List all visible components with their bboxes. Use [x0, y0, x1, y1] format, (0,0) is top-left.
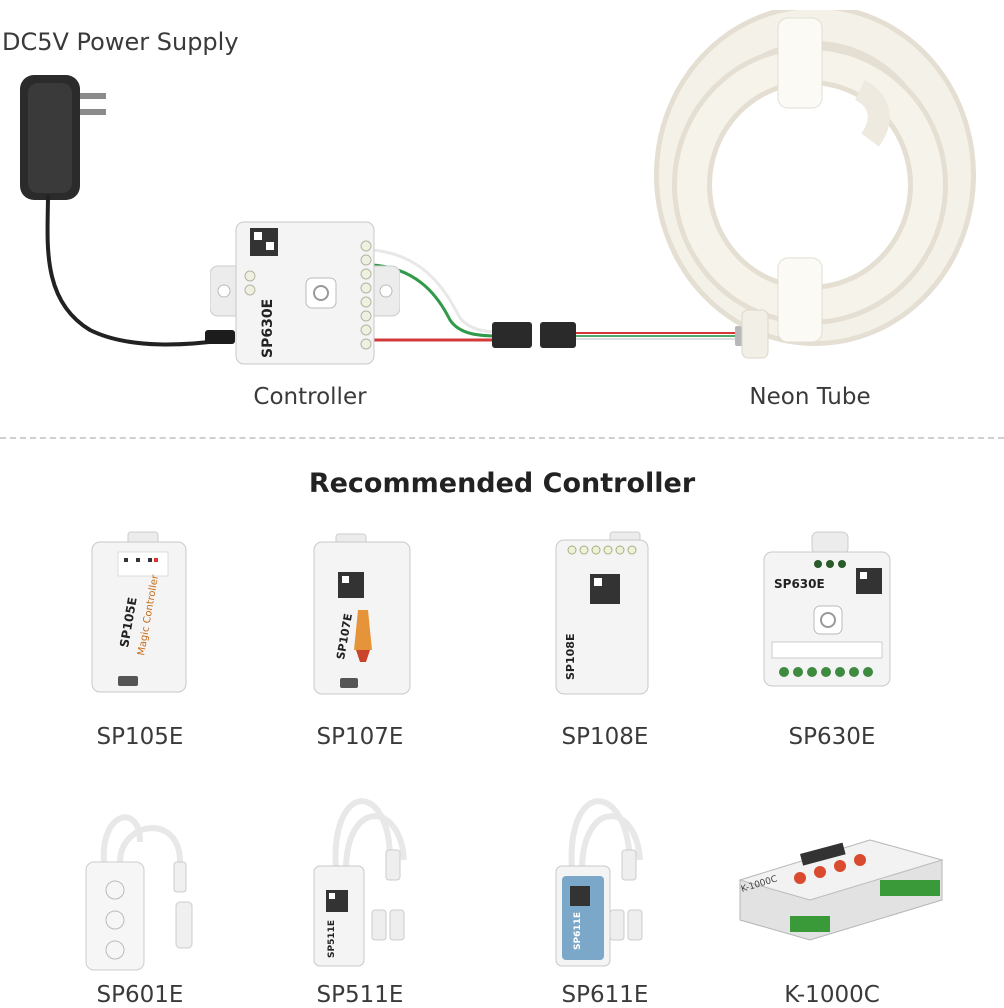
power-supply-label: DC5V Power Supply	[2, 28, 239, 56]
controller-label: Controller	[253, 384, 367, 410]
sp630e-label: SP630E	[788, 724, 876, 750]
sp107e-label: SP107E	[316, 724, 404, 750]
device-k1000c-image: K-1000C	[720, 820, 950, 950]
wiring-diagram	[0, 0, 1004, 430]
device-sp108e-image: SP108E	[552, 530, 662, 700]
device-sp107e-image: SP107E	[310, 530, 420, 700]
device-sp511e-image: SP511E	[300, 780, 420, 970]
sp511e-device-text: SP511E	[327, 920, 337, 958]
controller-device-image: SP630E	[210, 218, 400, 368]
neon-tube-image	[650, 10, 980, 370]
neon-tube-label: Neon Tube	[749, 384, 871, 410]
sp630e-device-text: SP630E	[774, 577, 825, 591]
section-divider	[0, 437, 1004, 439]
device-sp601e-image	[80, 792, 210, 972]
power-adapter-image	[10, 65, 130, 215]
sp511e-label: SP511E	[316, 982, 404, 1008]
device-sp630e-image: SP630E	[760, 530, 900, 690]
sp611e-device-text: SP611E	[573, 912, 583, 950]
k1000c-label: K-1000C	[784, 982, 880, 1008]
controller-model-text: SP630E	[260, 299, 276, 358]
sp611e-label: SP611E	[561, 982, 649, 1008]
sp108e-device-text: SP108E	[564, 634, 577, 680]
sp105e-label: SP105E	[96, 724, 184, 750]
sp601e-label: SP601E	[96, 982, 184, 1008]
recommended-heading: Recommended Controller	[308, 468, 696, 499]
sp108e-label: SP108E	[561, 724, 649, 750]
device-sp105e-image: SP105E Magic Controller	[88, 528, 198, 698]
device-sp611e-image: SP611E	[546, 780, 666, 970]
